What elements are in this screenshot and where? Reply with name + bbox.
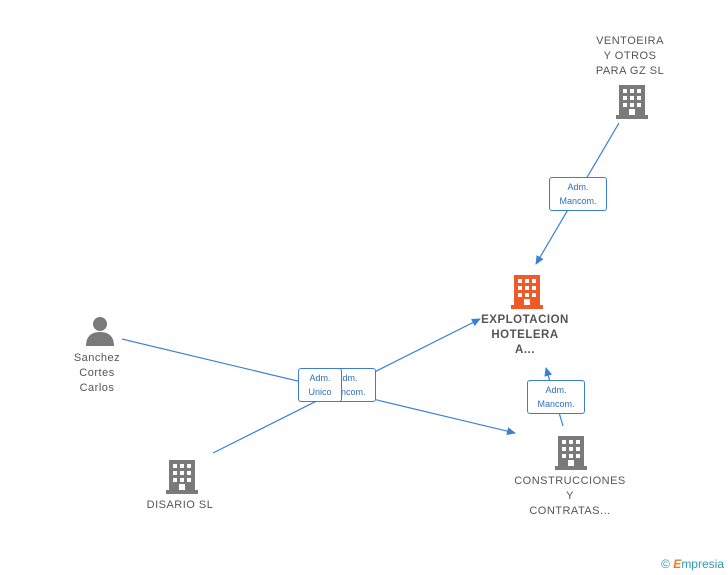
brand-logo-initial: E (673, 557, 682, 571)
person-icon-sanchez[interactable] (85, 316, 115, 351)
node-label-line: EXPLOTACION (481, 314, 569, 326)
brand-footer: © Empresia (661, 557, 724, 571)
node-label-line: A... (515, 344, 535, 356)
brand-logo-text: mpresia (681, 557, 724, 571)
relation-line: Adm. (545, 385, 567, 395)
node-label-line: Y OTROS (603, 50, 657, 62)
copyright-icon: © (661, 557, 670, 571)
relation-line: Adm. (567, 182, 589, 192)
relation-line: Mancom. (559, 196, 597, 206)
node-label-line: CONSTRUCCIONES (514, 475, 626, 487)
relation-box-ventoeira[interactable]: Adm. Mancom. (549, 177, 607, 211)
building-icon-disario[interactable] (166, 460, 198, 499)
relation-line: Unico (308, 387, 332, 397)
relation-line: Mancom. (328, 387, 366, 397)
node-label-line: Sanchez (73, 352, 121, 364)
node-label-line: Y (566, 490, 574, 502)
node-label-line: DISARIO SL (146, 499, 214, 511)
relation-box-sanchez-front[interactable]: Adm. Unico (298, 368, 342, 402)
node-label-line: VENTOEIRA (596, 35, 664, 47)
relation-line: Adm. (309, 373, 331, 383)
node-label-line: Carlos (79, 382, 115, 394)
node-label-ventoeira[interactable]: VENTOEIRA Y OTROS PARA GZ SL (580, 34, 680, 79)
node-label-line: Cortes (79, 367, 115, 379)
node-label-line: HOTELERA (491, 329, 559, 341)
building-icon-center[interactable] (511, 275, 543, 314)
building-icon-ventoeira[interactable] (616, 85, 648, 124)
node-label-center[interactable]: EXPLOTACION HOTELERA A... (470, 313, 580, 358)
relation-line: Adm. (336, 373, 358, 383)
node-label-line: CONTRATAS... (529, 505, 611, 517)
relation-box-construcciones[interactable]: Adm. Mancom. (527, 380, 585, 414)
relation-line: Mancom. (537, 399, 575, 409)
node-label-disario[interactable]: DISARIO SL (130, 498, 230, 513)
node-label-construcciones[interactable]: CONSTRUCCIONES Y CONTRATAS... (505, 474, 635, 519)
node-label-line: PARA GZ SL (595, 65, 665, 77)
node-label-sanchez[interactable]: Sanchez Cortes Carlos (57, 351, 137, 396)
building-icon-construcciones[interactable] (555, 436, 587, 475)
